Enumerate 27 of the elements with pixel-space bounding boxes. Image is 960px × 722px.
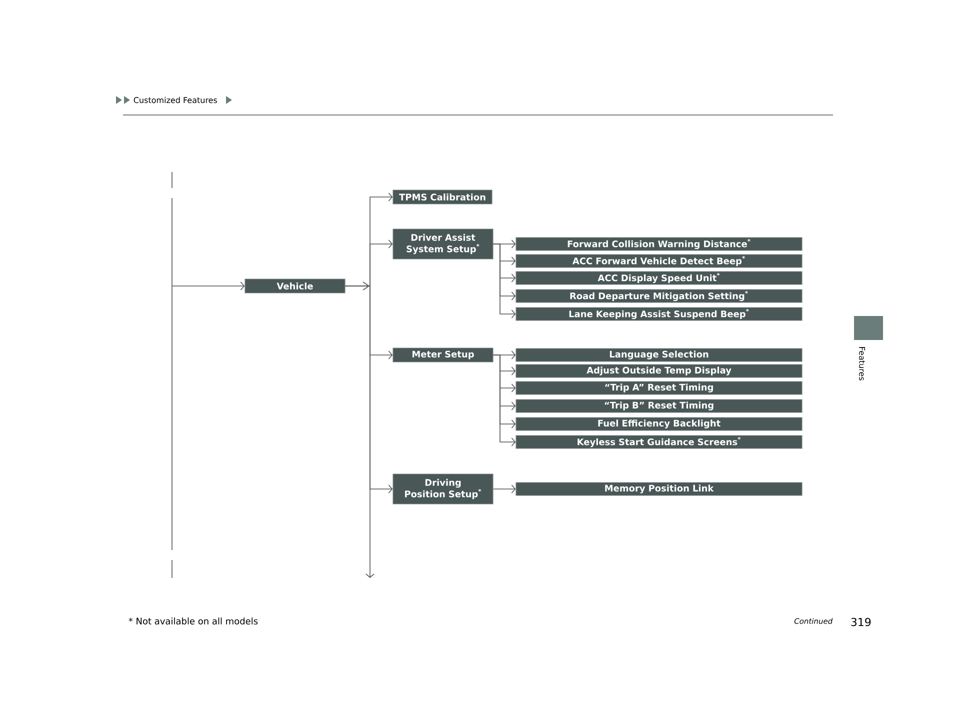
menu-box: Keyless Start Guidance Screens$^{*}$ xyxy=(516,435,802,449)
menu-box: Adjust Outside Temp Display xyxy=(516,364,802,378)
menu-box: “Trip A” Reset Timing xyxy=(516,381,802,395)
arrow xyxy=(492,354,516,446)
menu-box: Lane Keeping Assist Suspend Beep$^{*}$ xyxy=(516,307,802,321)
menu-box: ACC Forward Vehicle Detect Beep$^{*}$ xyxy=(516,254,802,268)
menu-box: Driver Assist System Setup$^{*}$ xyxy=(392,228,494,260)
page-number: 319 xyxy=(851,618,871,626)
arrow xyxy=(492,244,516,318)
footnote: * Not available on all models xyxy=(128,618,258,624)
menu-box: Driving Position Setup$^{*}$ xyxy=(392,474,494,504)
header-text: Customized Features xyxy=(134,96,218,104)
menu-box: ACC Display Speed Unit$^{*}$ xyxy=(516,271,802,285)
menu-box: “Trip B” Reset Timing xyxy=(516,399,802,413)
menu-box: TPMS Calibration xyxy=(392,190,492,204)
section-label: Features xyxy=(859,347,865,380)
menu-box: Vehicle xyxy=(244,278,346,294)
arrow xyxy=(344,286,374,578)
arrow-head xyxy=(362,282,370,290)
menu-box: Road Departure Mitigation Setting$^{*}$ xyxy=(516,289,802,303)
menu-box: Fuel Efficiency Backlight xyxy=(516,417,802,431)
menu-box: Language Selection xyxy=(516,348,802,362)
menu-box: Meter Setup xyxy=(392,348,494,362)
menu-box: Memory Position Link xyxy=(516,482,802,496)
arrow xyxy=(492,484,516,494)
arrow xyxy=(172,282,245,290)
menu-box: Forward Collision Warning Distance$^{*}$ xyxy=(516,237,802,251)
